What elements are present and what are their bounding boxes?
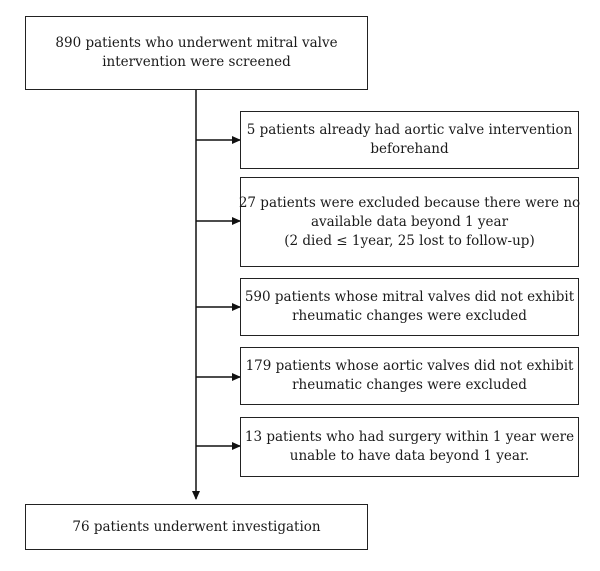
exclusion-box-mitral-nonrheumatic: 590 patients whose mitral valves did not… <box>240 278 579 336</box>
exclusion-box-prior-aortic-intervention: 5 patients already had aortic valve inte… <box>240 111 579 169</box>
screened-line-1: 890 patients who underwent mitral valve <box>55 35 338 51</box>
exclusion-box-surgery-within-1-year: 13 patients who had surgery within 1 yea… <box>240 417 579 477</box>
screened-line-2: intervention were screened <box>102 54 291 70</box>
exclusion-5-line-2: unable to have data beyond 1 year. <box>289 448 530 464</box>
screened-patients-box: 890 patients who underwent mitral valve … <box>25 16 368 90</box>
exclusion-4-line-1: 179 patients whose aortic valves did not… <box>245 358 574 374</box>
exclusion-1-line-2: beforehand <box>370 141 449 157</box>
exclusion-2-line-3: (2 died ≤ 1year, 25 lost to follow-up) <box>284 232 535 249</box>
investigated-patients-box: 76 patients underwent investigation <box>25 504 368 550</box>
exclusion-box-no-data-beyond-1-year: 27 patients were excluded because there … <box>238 177 581 267</box>
exclusion-3-line-1: 590 patients whose mitral valves did not… <box>244 289 575 305</box>
exclusion-box-aortic-nonrheumatic: 179 patients whose aortic valves did not… <box>240 347 579 405</box>
exclusion-2-line-1: 27 patients were excluded because there … <box>238 194 581 211</box>
exclusion-4-line-2: rheumatic changes were excluded <box>292 377 527 393</box>
exclusion-1-line-1: 5 patients already had aortic valve inte… <box>246 122 573 138</box>
exclusion-5-line-1: 13 patients who had surgery within 1 yea… <box>244 429 575 445</box>
exclusion-2-line-2: available data beyond 1 year <box>310 213 509 230</box>
exclusion-3-line-2: rheumatic changes were excluded <box>292 308 527 324</box>
investigated-line-1: 76 patients underwent investigation <box>72 518 321 535</box>
